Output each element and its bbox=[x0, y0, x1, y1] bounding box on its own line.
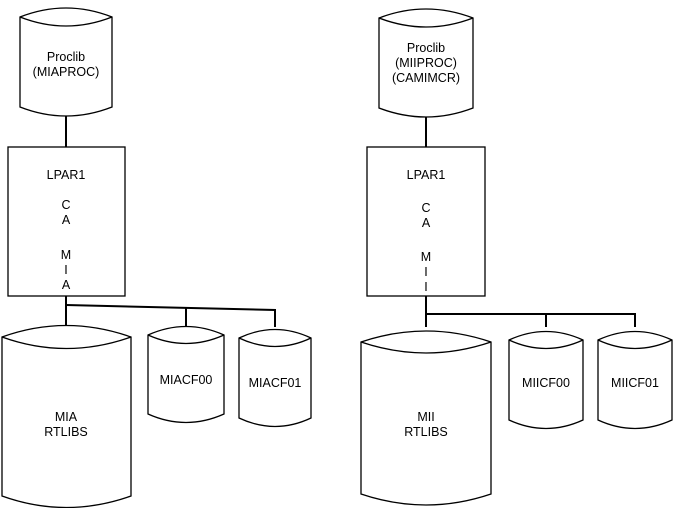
cf01-cylinder: MIACF01 bbox=[238, 328, 312, 428]
lpar-box: LPAR1 C A M I I bbox=[366, 146, 486, 297]
cf00-label: MIICF00 bbox=[522, 376, 570, 390]
lpar-letter-2: A bbox=[422, 216, 431, 230]
proclib-label-line-1: Proclib bbox=[47, 50, 85, 64]
right-system: Proclib (MIIPROC) (CAMIMCR) LPAR1 C A M … bbox=[360, 8, 673, 506]
lpar-cf-bus bbox=[426, 313, 636, 327]
lpar-letter-1: C bbox=[421, 201, 430, 215]
proclib-label-line-2: (MIIPROC) bbox=[395, 56, 457, 70]
lpar-letter-3: M bbox=[61, 248, 71, 262]
lpar-letter-3: M bbox=[421, 250, 431, 264]
lpar-letter-1: C bbox=[61, 198, 70, 212]
lpar-title: LPAR1 bbox=[47, 168, 86, 182]
cf00-cylinder: MIICF00 bbox=[508, 330, 584, 430]
lpar-cf-bus bbox=[65, 304, 276, 327]
rtlibs-label-line-1: MII bbox=[417, 410, 434, 424]
rtlibs-label-line-2: RTLIBS bbox=[404, 425, 448, 439]
proclib-label-line-2: (MIAPROC) bbox=[33, 65, 100, 79]
cf01-label: MIACF01 bbox=[249, 376, 302, 390]
left-system: Proclib (MIAPROC) LPAR1 C A M I A MIA RT… bbox=[1, 7, 312, 508]
proclib-label-line-3: (CAMIMCR) bbox=[392, 71, 460, 85]
rtlibs-label-line-2: RTLIBS bbox=[44, 425, 88, 439]
lpar-letter-4: I bbox=[424, 265, 427, 279]
lpar-letter-2: A bbox=[62, 213, 71, 227]
cf01-cylinder: MIICF01 bbox=[597, 330, 673, 430]
lpar-box: LPAR1 C A M I A bbox=[7, 146, 126, 297]
lpar-title: LPAR1 bbox=[407, 168, 446, 182]
lpar-letter-4: I bbox=[64, 263, 67, 277]
proclib-label-line-1: Proclib bbox=[407, 41, 445, 55]
cf00-label: MIACF00 bbox=[160, 373, 213, 387]
cf00-cylinder: MIACF00 bbox=[147, 325, 225, 424]
lpar-letter-5: I bbox=[424, 280, 427, 294]
rtlibs-label-line-1: MIA bbox=[55, 410, 78, 424]
proclib-cylinder: Proclib (MIAPROC) bbox=[19, 7, 113, 117]
rtlibs-cylinder: MII RTLIBS bbox=[360, 330, 492, 506]
cf01-label: MIICF01 bbox=[611, 376, 659, 390]
proclib-cylinder: Proclib (MIIPROC) (CAMIMCR) bbox=[378, 8, 474, 118]
rtlibs-cylinder: MIA RTLIBS bbox=[1, 324, 132, 508]
lpar-letter-5: A bbox=[62, 278, 71, 292]
